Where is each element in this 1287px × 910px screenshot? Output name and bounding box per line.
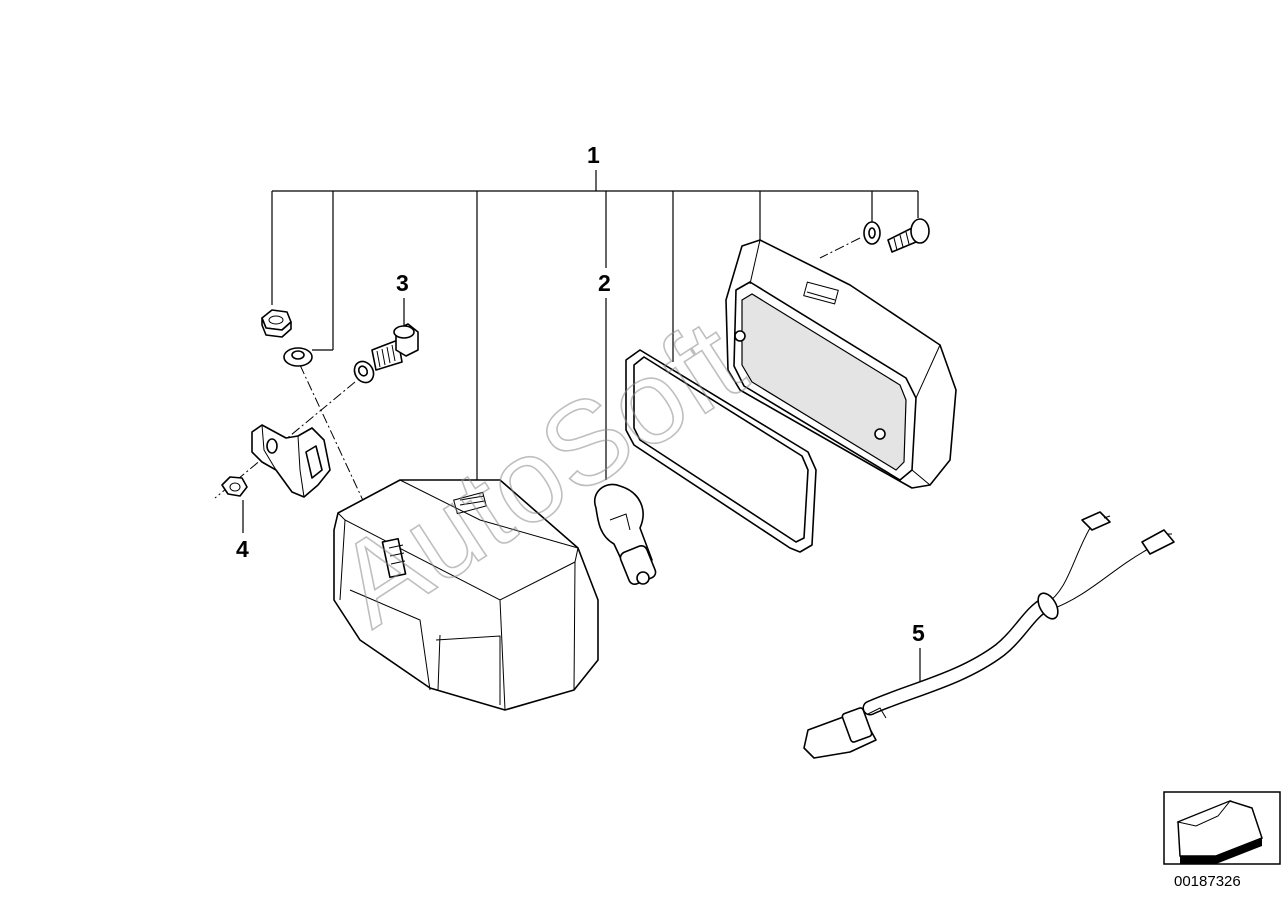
callout-2: 2 bbox=[598, 270, 611, 296]
callout-4: 4 bbox=[236, 536, 249, 562]
wiring-harness bbox=[803, 511, 1175, 759]
reference-number: 00187326 bbox=[1174, 873, 1241, 890]
small-nut bbox=[221, 476, 248, 497]
lens-screw bbox=[887, 218, 930, 253]
washer bbox=[283, 347, 313, 367]
bolt bbox=[371, 323, 419, 371]
callout-1: 1 bbox=[587, 142, 600, 168]
callout-5: 5 bbox=[912, 620, 925, 646]
bulb bbox=[593, 483, 657, 585]
lens-washer bbox=[863, 221, 881, 245]
orientation-box bbox=[1163, 791, 1281, 865]
callout-3: 3 bbox=[396, 270, 409, 296]
callout-1-leaders bbox=[271, 170, 919, 490]
gasket bbox=[625, 349, 817, 553]
lens bbox=[725, 239, 957, 489]
small-washer bbox=[353, 360, 375, 384]
mounting-bracket bbox=[251, 424, 331, 498]
taillight-housing bbox=[333, 479, 599, 711]
housing-stud bbox=[381, 537, 407, 579]
direction-arrow-icon bbox=[1176, 799, 1263, 864]
hex-nut bbox=[261, 309, 292, 338]
